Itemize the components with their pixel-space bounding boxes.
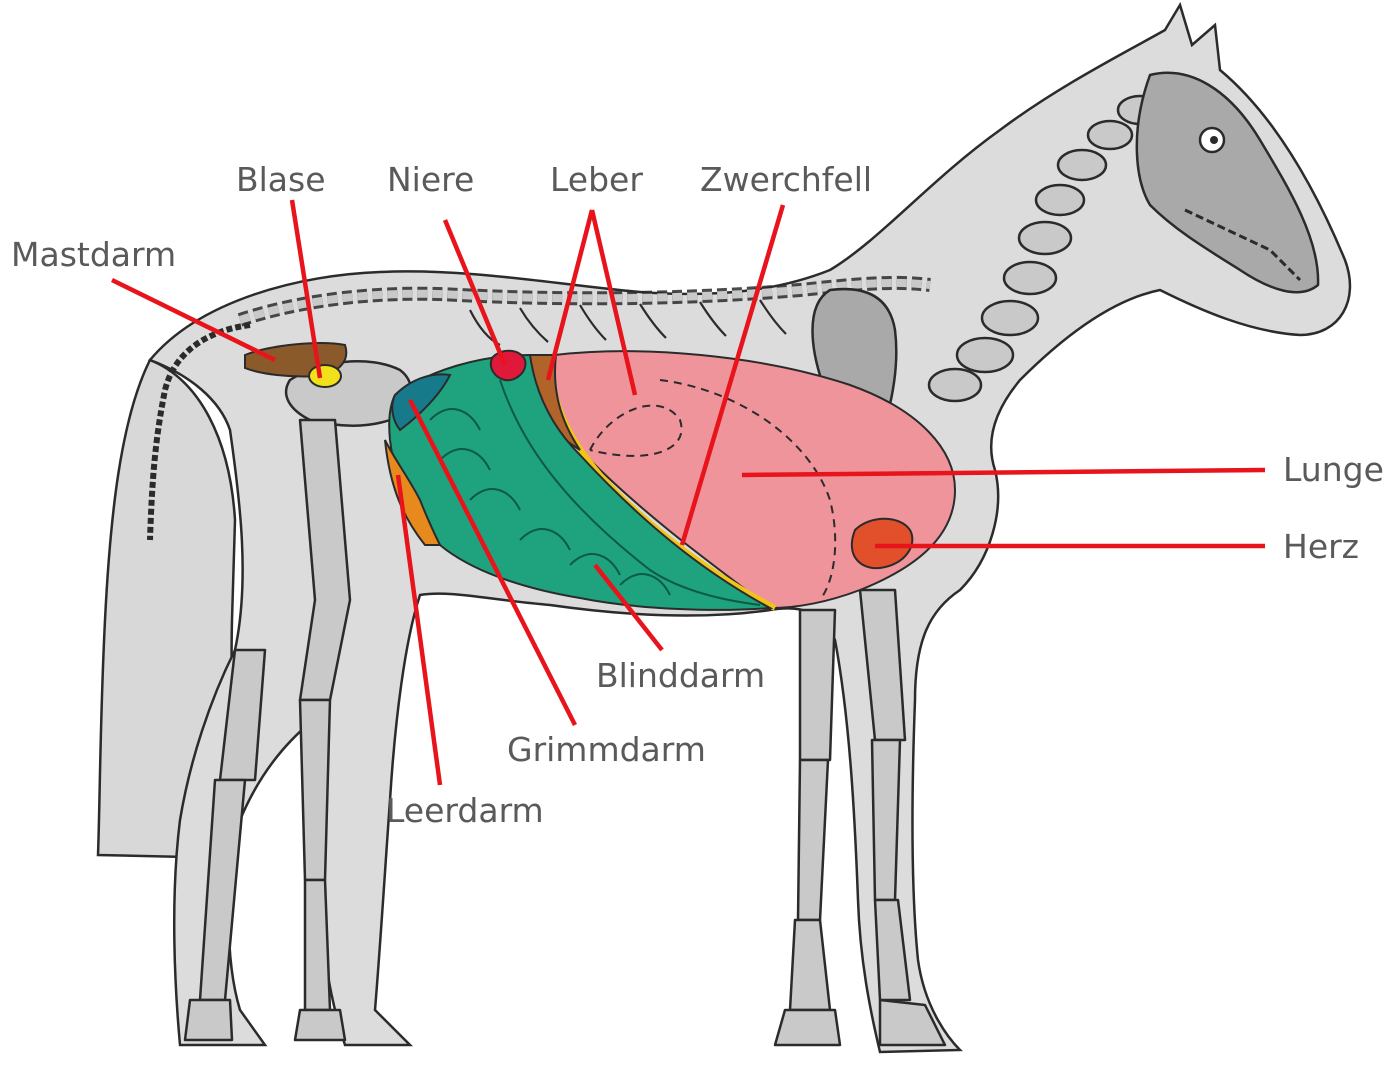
label-leerdarm: Leerdarm bbox=[386, 794, 544, 827]
label-zwerchfell: Zwerchfell bbox=[700, 163, 872, 196]
niere-organ bbox=[491, 351, 526, 381]
label-lunge: Lunge bbox=[1283, 453, 1384, 486]
label-grimmdarm: Grimmdarm bbox=[507, 733, 706, 766]
label-niere: Niere bbox=[387, 163, 474, 196]
blase-organ bbox=[309, 365, 341, 387]
label-mastdarm: Mastdarm bbox=[11, 238, 176, 271]
label-blase: Blase bbox=[236, 163, 326, 196]
label-blinddarm: Blinddarm bbox=[596, 659, 765, 692]
label-leber: Leber bbox=[550, 163, 643, 196]
label-herz: Herz bbox=[1283, 530, 1359, 563]
